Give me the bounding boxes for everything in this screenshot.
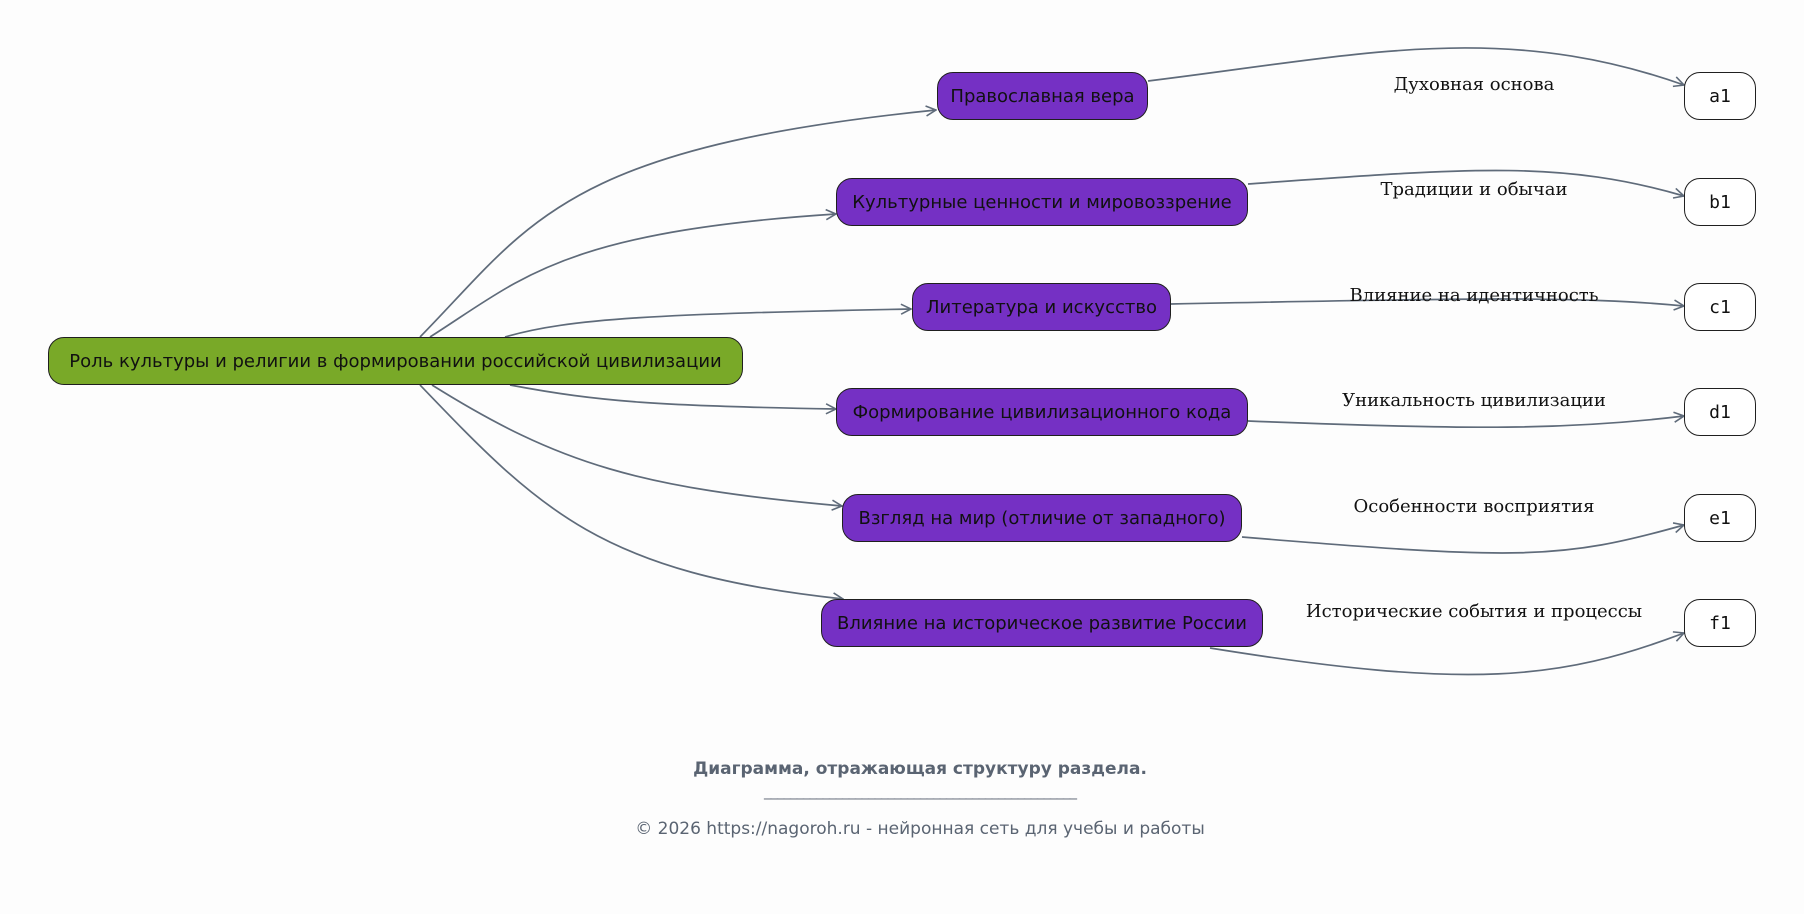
root-node[interactable]: Роль культуры и религии в формировании р…: [48, 337, 743, 385]
edge-root-to-branch-1: [419, 110, 936, 338]
branch-node-historical-development[interactable]: Влияние на историческое развитие России: [821, 599, 1263, 647]
leaf-node-e1[interactable]: e1: [1684, 494, 1756, 542]
edge-branch-2-to-leaf: [1247, 169, 1684, 196]
leaf-node-c1[interactable]: c1: [1684, 283, 1756, 331]
branch-node-literature-art[interactable]: Литература и искусство: [912, 283, 1171, 331]
branch-node-cultural-values[interactable]: Культурные ценности и мировоззрение: [836, 178, 1248, 226]
edge-root-to-branch-2: [429, 214, 836, 338]
edge-label-traditions: Традиции и обычаи: [1380, 179, 1568, 200]
branch-node-worldview[interactable]: Взгляд на мир (отличие от западного): [842, 494, 1242, 542]
edge-branch-3-to-leaf: [1170, 298, 1684, 306]
leaf-node-d1[interactable]: d1: [1684, 388, 1756, 436]
edge-label-identity: Влияние на идентичность: [1349, 285, 1599, 306]
edge-branch-5-to-leaf: [1241, 525, 1684, 554]
leaf-node-b1[interactable]: b1: [1684, 178, 1756, 226]
edge-root-to-branch-4: [509, 384, 836, 409]
edge-branch-6-to-leaf: [1209, 633, 1684, 676]
caption-copyright: © 2026 https://nagoroh.ru - нейронная се…: [635, 819, 1205, 839]
edge-root-to-branch-6: [419, 384, 843, 599]
edge-root-to-branch-3: [504, 309, 911, 338]
edge-label-spiritual-basis: Духовная основа: [1393, 74, 1555, 95]
edge-label-perception: Особенности восприятия: [1353, 496, 1595, 517]
branch-node-orthodox-faith[interactable]: Православная вера: [937, 72, 1148, 120]
branch-node-civilization-code[interactable]: Формирование цивилизационного кода: [836, 388, 1248, 436]
edges: [419, 47, 1684, 676]
edge-label-historical-events: Исторические события и процессы: [1305, 601, 1643, 622]
edge-branch-4-to-leaf: [1247, 416, 1684, 429]
edge-branch-1-to-leaf: [1147, 47, 1684, 85]
leaf-node-a1[interactable]: a1: [1684, 72, 1756, 120]
edge-root-to-branch-5: [431, 384, 842, 506]
caption-title: Диаграмма, отражающая структуру раздела.: [693, 759, 1147, 779]
leaf-node-f1[interactable]: f1: [1684, 599, 1756, 647]
edge-label-uniqueness: Уникальность цивилизации: [1342, 390, 1606, 411]
caption-separator: ________________________________________…: [764, 782, 1077, 800]
